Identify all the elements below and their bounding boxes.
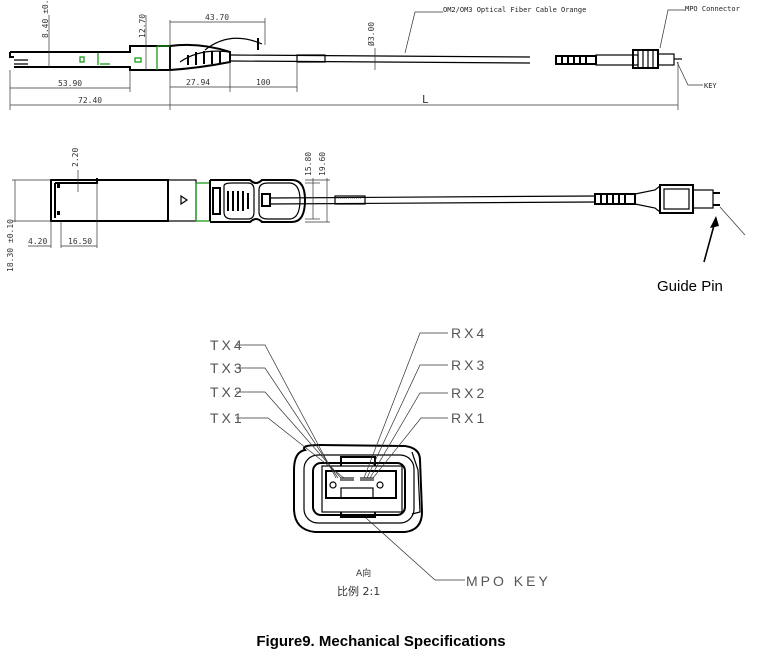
dim-height: 12.70 <box>138 14 147 38</box>
view-label: A向 <box>356 567 371 579</box>
pin-label-rx1: RX1 <box>451 410 487 426</box>
side-dimension-lines <box>12 170 330 248</box>
mpo-connector-face <box>293 443 424 533</box>
pull-handle-side <box>210 179 307 223</box>
guide-pin-arrowhead <box>710 216 719 228</box>
dim-label-offset: 100 <box>256 78 271 87</box>
dim-offset: 4.20 <box>28 237 47 246</box>
pin-label-rx3: RX3 <box>451 357 487 373</box>
top-dimension-lines <box>9 9 703 110</box>
scale-label: 比例 2:1 <box>337 584 380 598</box>
dim-slot: 2.20 <box>71 148 80 167</box>
dim-handle-outer: 19.60 <box>318 152 327 176</box>
module-body-top <box>9 45 171 71</box>
dim-slot-length: 16.50 <box>68 237 92 246</box>
dim-module-length: 72.40 <box>78 96 102 105</box>
mpo-key-label: MPO KEY <box>466 573 551 589</box>
pin-label-tx2: TX2 <box>210 384 245 400</box>
mpo-connector-top <box>555 49 682 69</box>
pin-label-tx4: TX4 <box>210 337 245 353</box>
top-view: 8.40 ±0.10 12.70 43.70 Ø3.00 53.90 27.94… <box>9 0 740 110</box>
module-body-side <box>50 178 211 222</box>
callout-key: KEY <box>704 82 717 90</box>
figure-caption: Figure9. Mechanical Specifications <box>256 633 505 650</box>
pin-label-rx4: RX4 <box>451 325 487 341</box>
pin-label-rx2: RX2 <box>451 385 487 401</box>
guide-pin-label: Guide Pin <box>657 278 723 295</box>
pin-label-tx3: TX3 <box>210 360 245 376</box>
dim-boot: 27.94 <box>186 78 210 87</box>
dim-handle-inner: 15.80 <box>304 152 313 176</box>
pin-leader-lines <box>236 332 465 581</box>
cable-top <box>229 54 531 64</box>
callout-cable: OM2/OM3 Optical Fiber Cable Orange <box>443 6 586 14</box>
face-view: TX4 TX3 TX2 TX1 RX4 RX3 RX2 RX1 MPO KEY … <box>210 325 551 598</box>
dim-cable-diameter: Ø3.00 <box>366 22 376 46</box>
side-view: 2.20 15.80 19.60 18.30 ±0.10 4.20 16.50 … <box>6 148 746 295</box>
dim-width: 18.30 ±0.10 <box>6 219 15 272</box>
dim-pull-tab: 43.70 <box>205 13 229 22</box>
mpo-connector-side <box>594 184 746 236</box>
pin-label-tx1: TX1 <box>210 410 245 426</box>
dim-height-tolerance: 8.40 ±0.10 <box>41 0 50 38</box>
cable-side <box>269 195 596 205</box>
dim-body: 53.90 <box>58 79 82 88</box>
pull-tab-boot-top <box>169 37 263 71</box>
dim-cable-length: L <box>422 93 429 106</box>
callout-mpo-connector: MPO Connector <box>685 5 740 13</box>
